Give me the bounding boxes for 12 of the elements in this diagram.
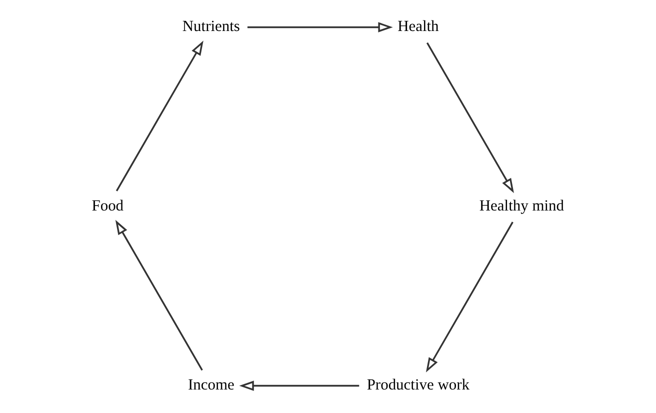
node-text: Healthy mind: [479, 197, 564, 214]
node-text: Health: [398, 18, 439, 35]
arrow: [426, 42, 514, 194]
arrow: [116, 40, 204, 192]
arrow: [247, 22, 393, 32]
arrow: [426, 222, 514, 372]
node-text: Productive work: [366, 376, 470, 394]
node-text: Income: [188, 376, 234, 394]
arrow: [115, 220, 203, 371]
node-text: Nutrients: [182, 18, 240, 35]
node-text: Food: [92, 197, 124, 214]
arrow: [239, 380, 360, 391]
